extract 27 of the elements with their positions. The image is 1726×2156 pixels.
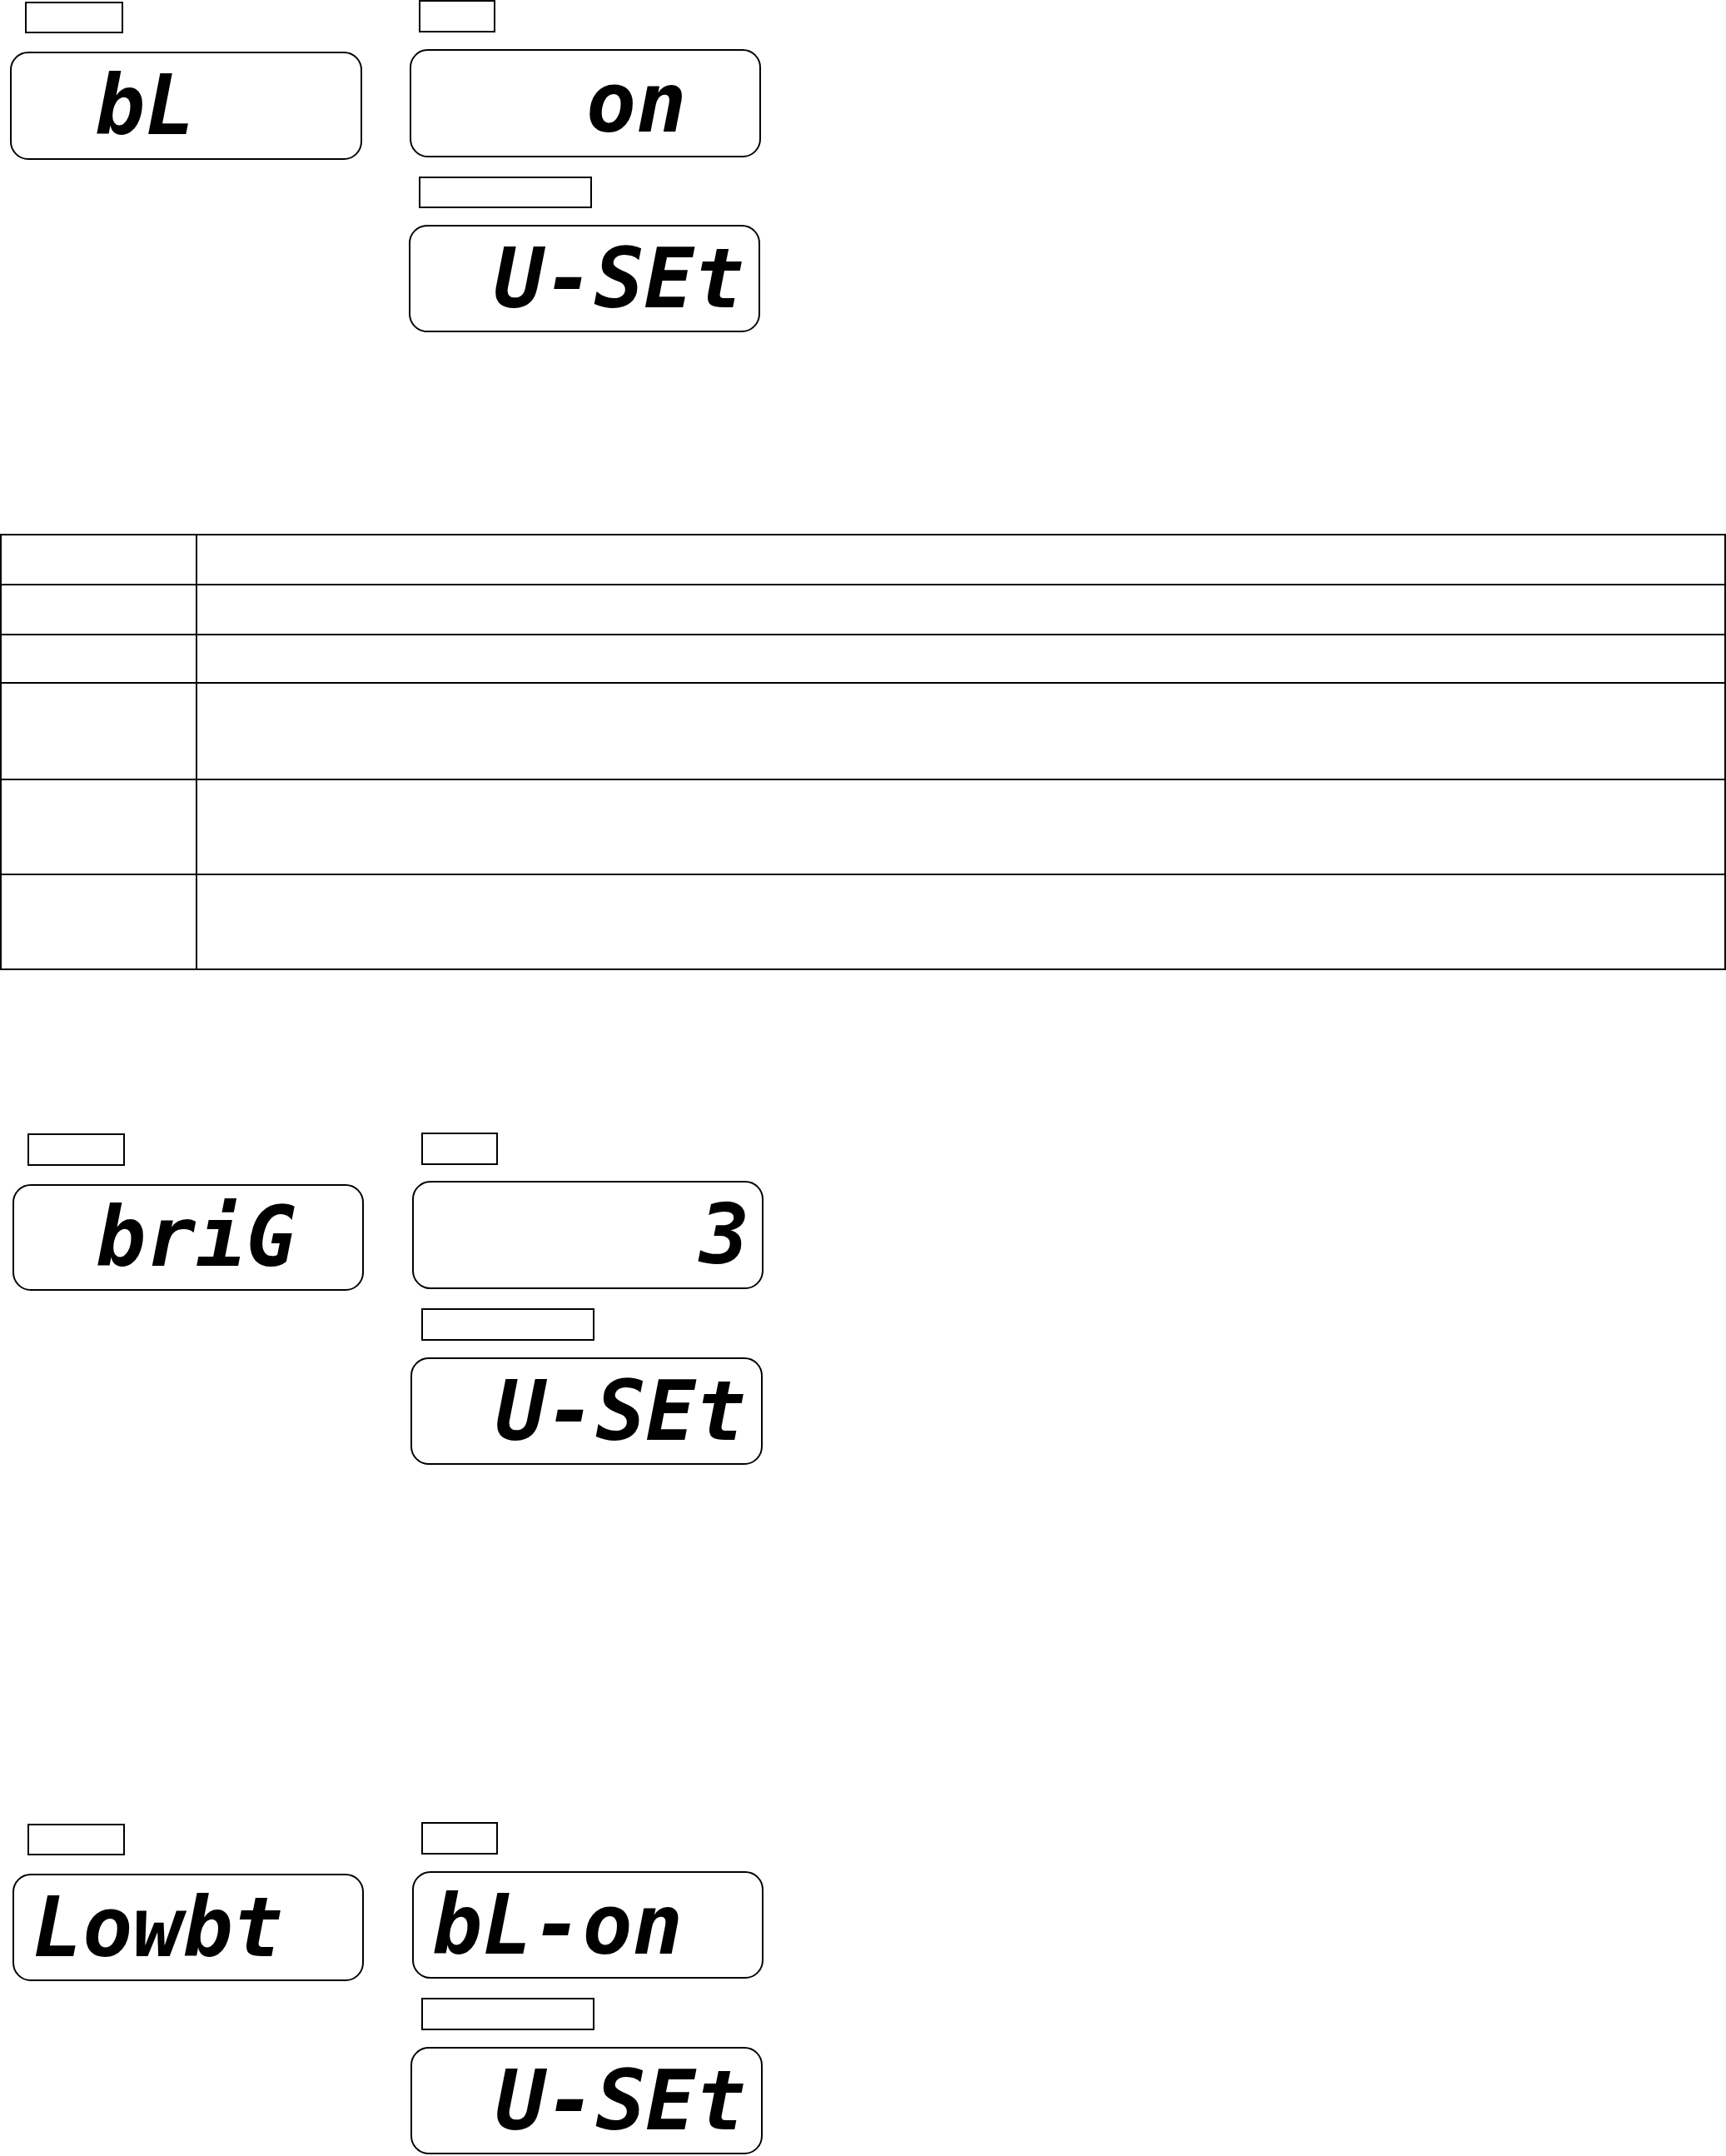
display-reading: on — [586, 62, 687, 145]
display-reading: U-SEt — [495, 1369, 747, 1453]
blank-label-frame — [421, 1998, 594, 2030]
display-reading: U-SEt — [494, 237, 745, 321]
blank-label-frame — [421, 1308, 594, 1341]
lcd-display-panel — [12, 1874, 364, 1981]
display-reading: bL-on — [432, 1883, 684, 1967]
blank-label-frame — [25, 2, 123, 33]
display-reading: briG — [96, 1196, 296, 1279]
blank-label-frame — [419, 177, 592, 208]
blank-label-frame — [27, 1824, 125, 1855]
lcd-display-panel — [409, 225, 760, 332]
lcd-display-panel — [410, 2047, 763, 2154]
display-reading: bL — [95, 64, 196, 147]
lcd-display-panel — [410, 1357, 763, 1465]
display-reading: U-SEt — [495, 2059, 747, 2143]
blank-label-frame — [27, 1133, 125, 1166]
lcd-display-panel — [412, 1181, 764, 1289]
display-reading: 3 — [699, 1193, 750, 1277]
lcd-display-panel — [412, 1871, 764, 1979]
display-reading: Lowbt — [32, 1885, 284, 1969]
lcd-display-panel — [12, 1184, 364, 1291]
lcd-display-panel — [10, 52, 362, 160]
lcd-display-panel — [410, 49, 761, 157]
blank-label-frame — [419, 0, 495, 32]
blank-label-frame — [421, 1822, 498, 1855]
blank-label-frame — [421, 1133, 498, 1165]
